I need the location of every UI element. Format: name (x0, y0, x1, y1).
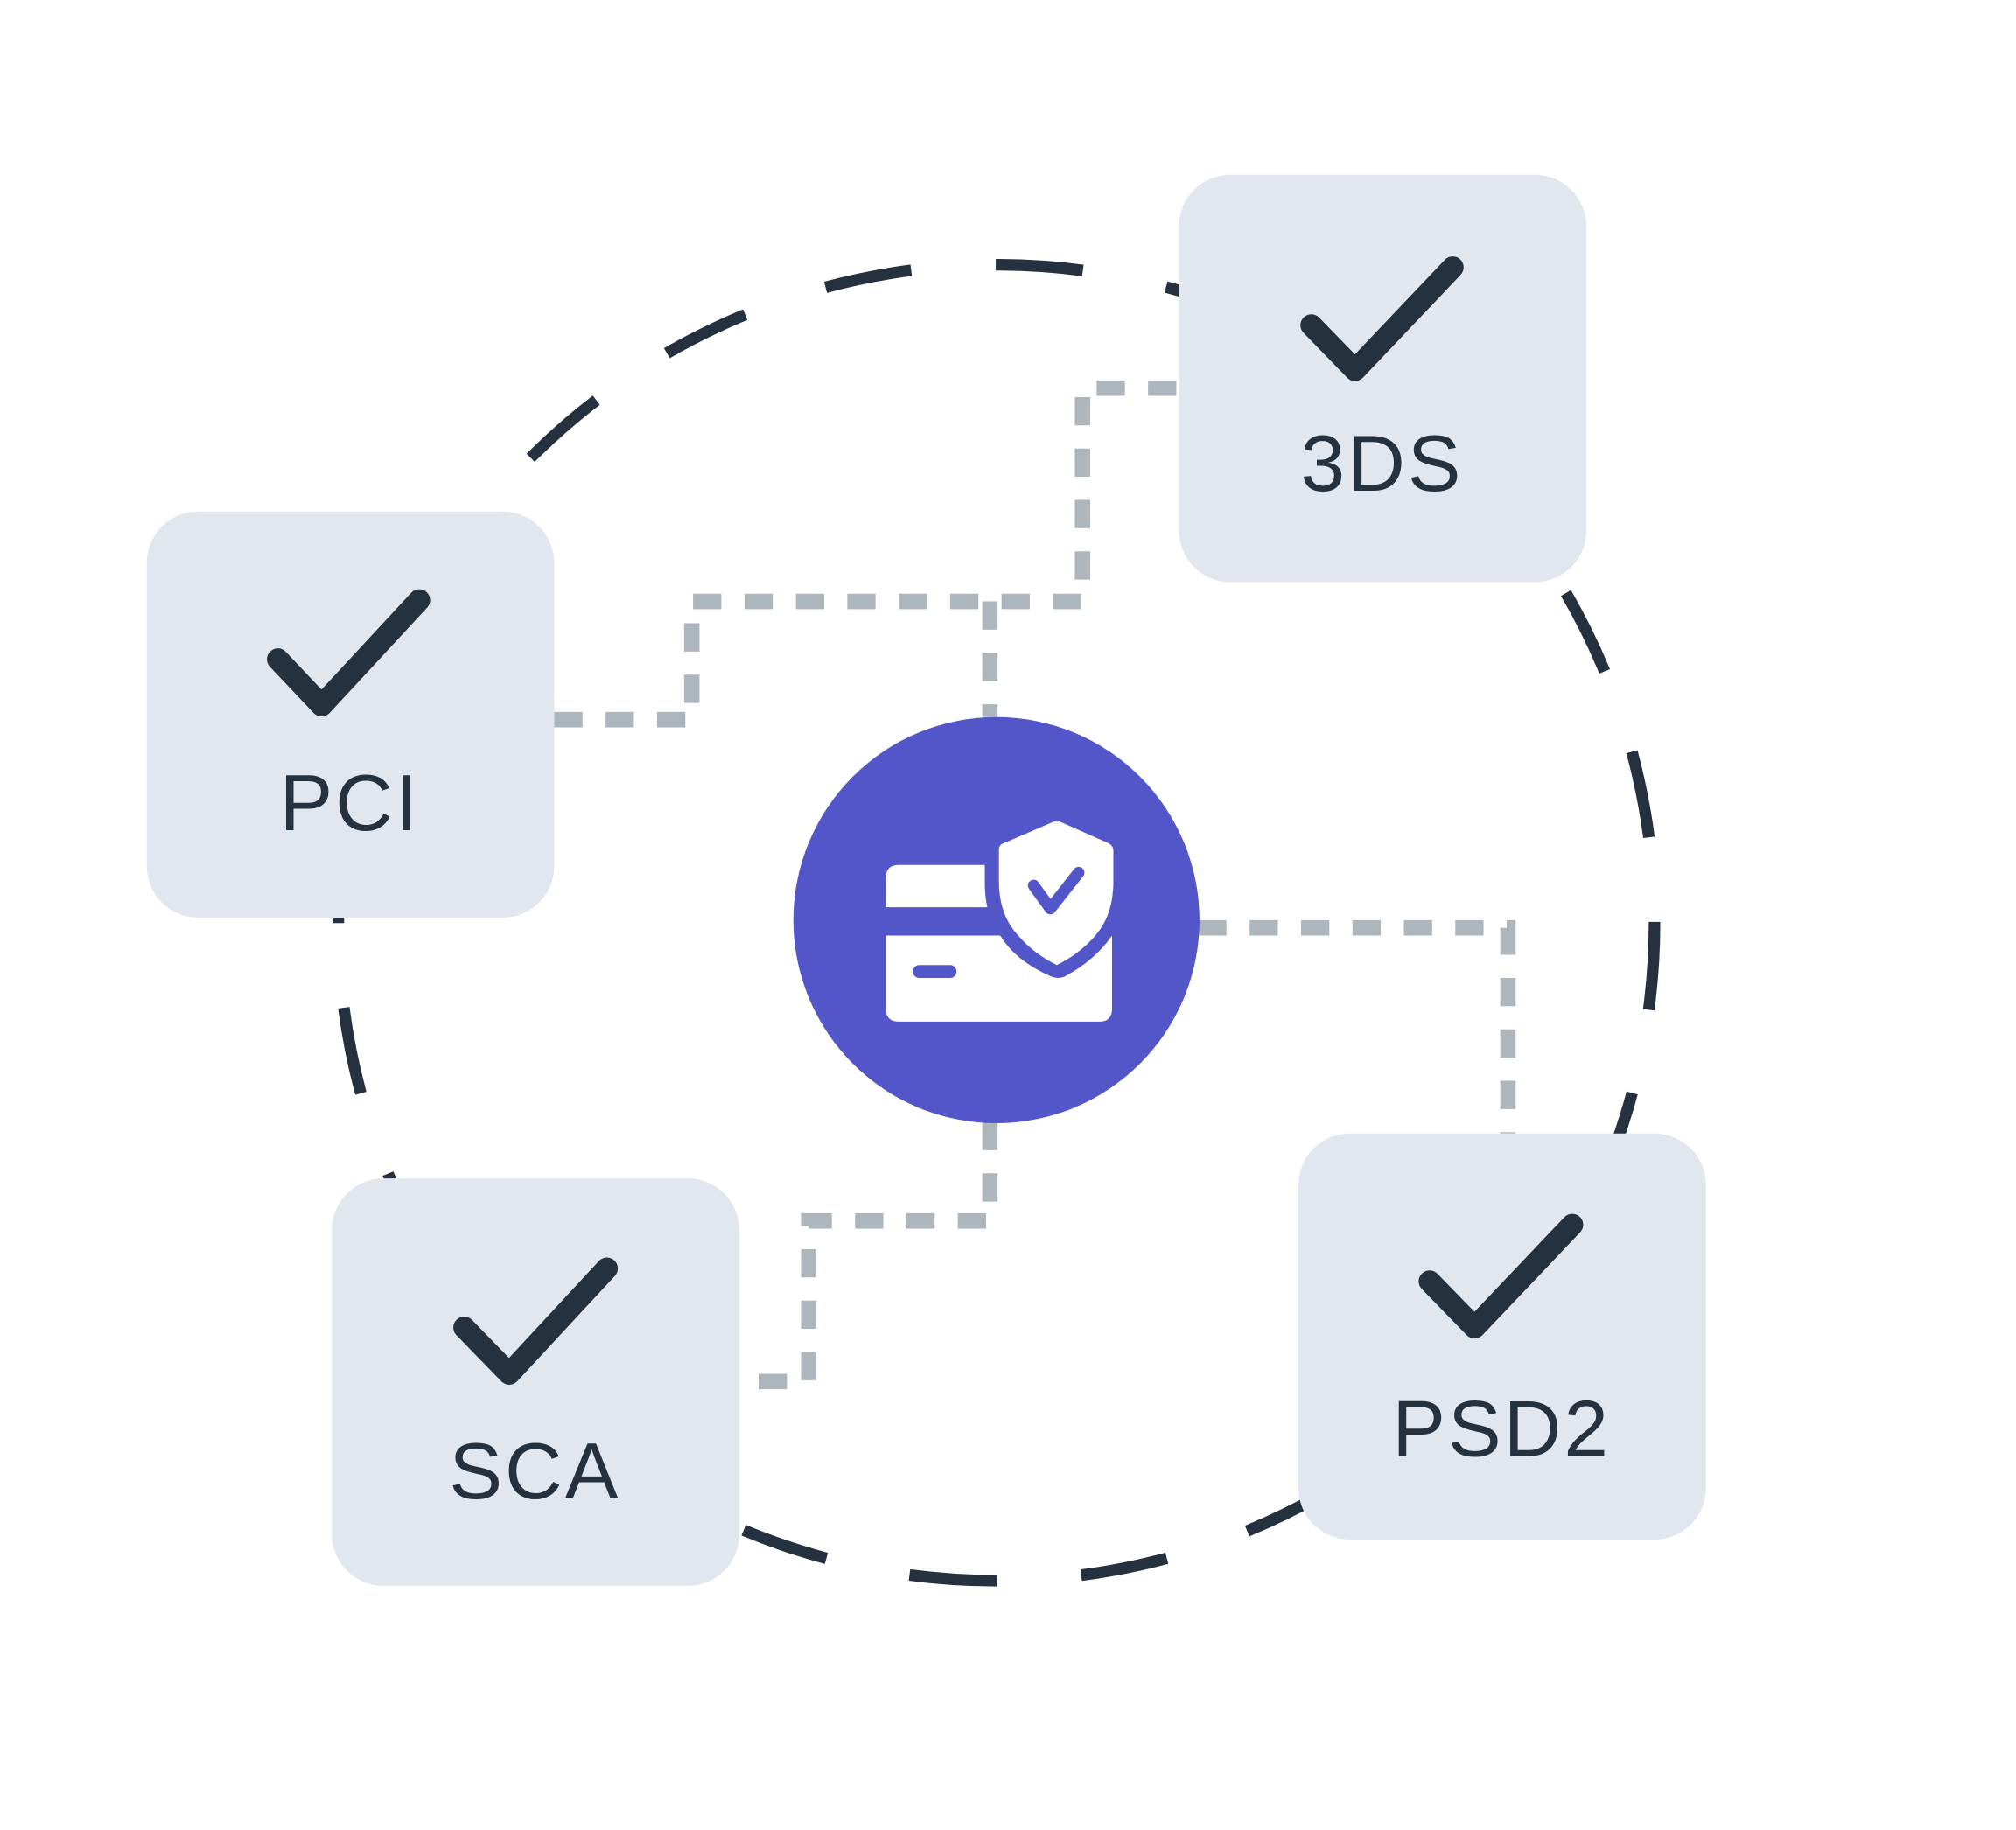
node-label: 3DS (1301, 420, 1464, 508)
node-psd2: PSD2 (1298, 1133, 1706, 1540)
node-label: PSD2 (1392, 1385, 1611, 1473)
center-hub (793, 716, 1200, 1123)
dashed-ring (332, 259, 1661, 1587)
connector-pci-3ds (554, 380, 1180, 728)
checkmark-icon (1418, 1213, 1584, 1339)
node-3ds: 3DS (1179, 174, 1587, 583)
checkmark-icon (453, 1257, 619, 1385)
checkmark-icon (1300, 256, 1464, 381)
node-sca: SCA (332, 1178, 739, 1586)
connector-center-psd2 (1198, 919, 1516, 1134)
node-label: SCA (449, 1428, 620, 1516)
connector-center-sca (738, 1121, 998, 1390)
node-pci: PCI (146, 511, 555, 918)
card-shield-check-icon (886, 821, 1114, 1022)
checkmark-icon (267, 589, 430, 717)
connectors (554, 380, 1516, 1390)
node-label: PCI (279, 759, 420, 848)
